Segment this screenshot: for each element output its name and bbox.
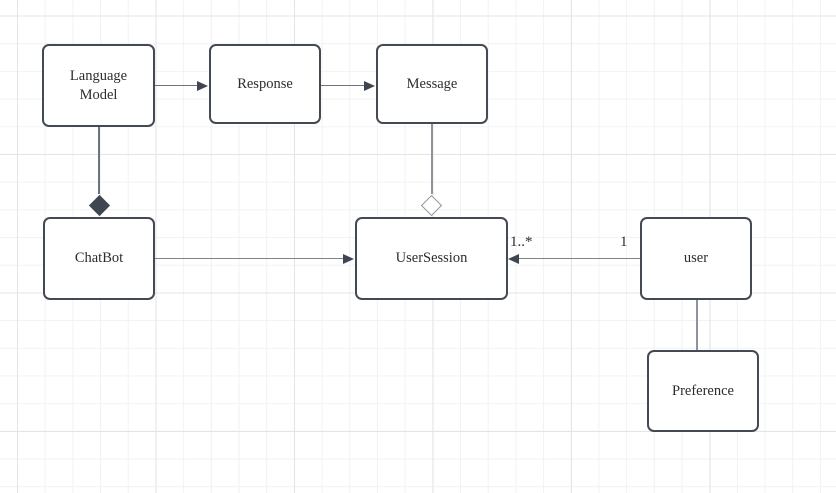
edge-chatbot-to-usersession[interactable] <box>155 257 345 260</box>
multiplicity-label-usersession: 1..* <box>510 234 533 250</box>
node-label: Message <box>406 75 458 92</box>
edge-language-model-to-response[interactable] <box>155 84 199 87</box>
node-label: Preference <box>672 382 734 399</box>
arrow-right-icon <box>197 80 208 91</box>
node-language-model[interactable]: Language Model <box>42 44 155 127</box>
node-label: UserSession <box>395 250 468 267</box>
node-label: ChatBot <box>74 250 124 267</box>
node-label: Response <box>237 75 293 92</box>
node-user-session[interactable]: UserSession <box>355 217 508 300</box>
node-label: Language Model <box>69 68 128 103</box>
edge-languagemodel-to-chatbot-composition[interactable] <box>98 127 100 194</box>
node-label: user <box>683 250 709 267</box>
node-user[interactable]: user <box>640 217 752 300</box>
edge-message-to-usersession-aggregation[interactable] <box>431 124 433 194</box>
arrow-right-icon <box>343 253 354 264</box>
arrow-right-icon <box>364 80 375 91</box>
multiplicity-label-user: 1 <box>620 234 628 250</box>
composition-diamond-icon <box>88 194 110 216</box>
node-preference[interactable]: Preference <box>647 350 759 432</box>
edge-user-to-usersession[interactable] <box>518 257 640 260</box>
edge-user-to-preference[interactable] <box>696 300 698 350</box>
edge-response-to-message[interactable] <box>321 84 366 87</box>
arrow-left-icon <box>508 253 519 264</box>
node-response[interactable]: Response <box>209 44 321 124</box>
node-message[interactable]: Message <box>376 44 488 124</box>
node-chatbot[interactable]: ChatBot <box>43 217 155 300</box>
aggregation-diamond-icon <box>420 194 443 216</box>
